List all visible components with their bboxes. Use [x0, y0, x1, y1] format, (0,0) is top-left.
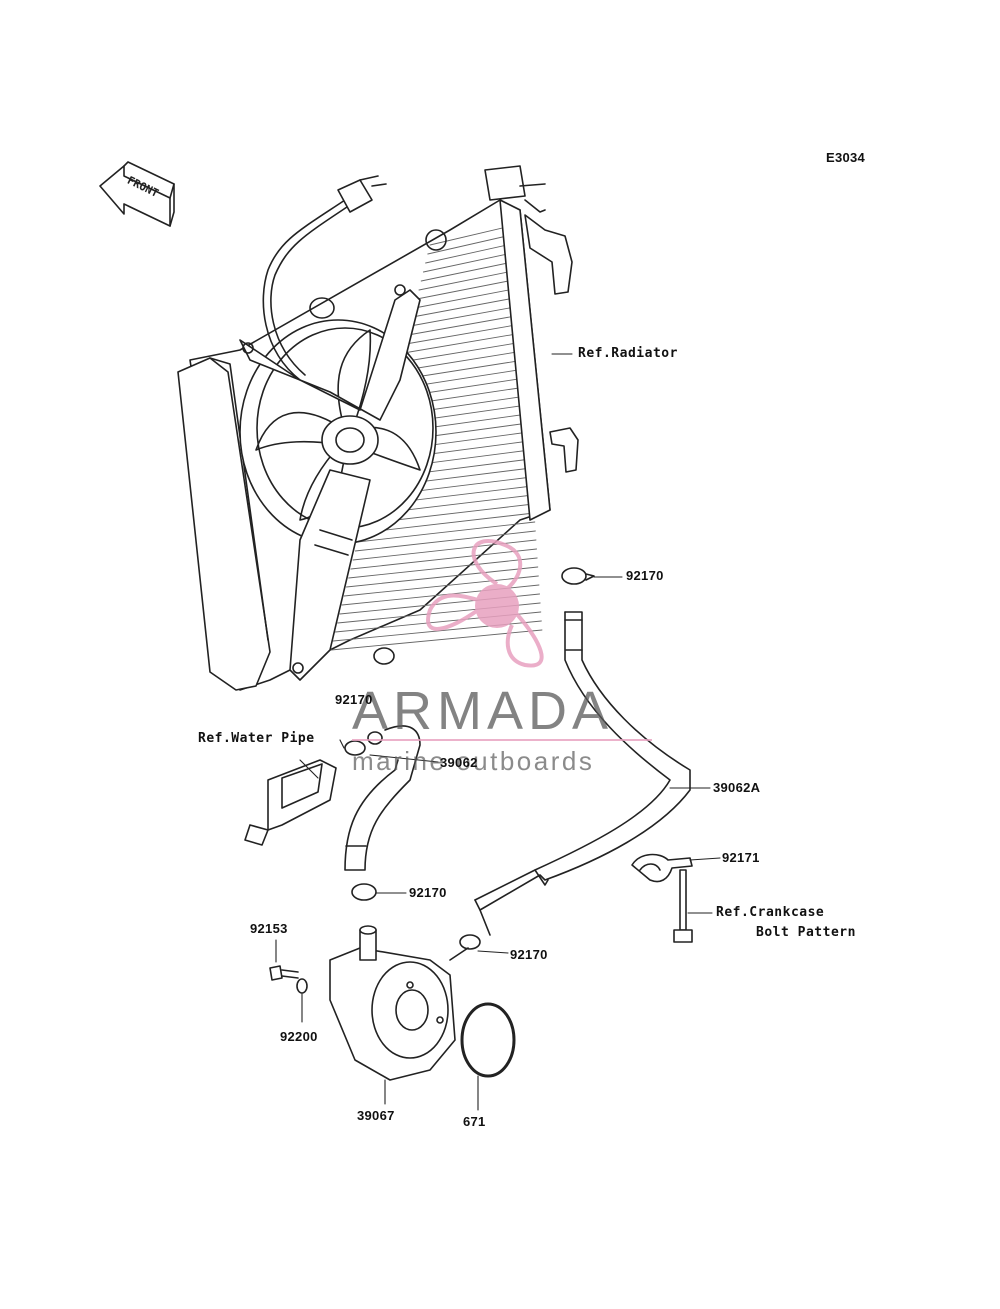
front-arrow-icon: [99, 161, 175, 227]
label-bolt-pattern: Bolt Pattern: [756, 925, 856, 940]
front-arrow-label: FRONT: [125, 174, 161, 200]
radiator-fin: [414, 287, 520, 309]
radiator-fin: [418, 269, 519, 291]
radiator-fin: [345, 566, 539, 588]
radiator-fin: [400, 341, 524, 363]
washer-92200: [296, 978, 308, 994]
radiator-fin: [350, 548, 538, 570]
watermark-tagline: marine outboards: [352, 746, 595, 776]
leader-lines: [275, 353, 721, 1111]
radiator-fin: [405, 323, 523, 345]
clamp-92170-low: [351, 883, 377, 901]
radiator-fin: [427, 233, 517, 255]
radiator-fin: [429, 224, 516, 246]
fan-wiring: [262, 175, 387, 381]
fan-bracket: [239, 284, 421, 681]
bolt-92153: [269, 965, 299, 981]
label-92170-mid: 92170: [335, 692, 373, 707]
radiator-fin: [330, 629, 543, 651]
hose-39062A: [474, 611, 691, 936]
radiator-fin: [411, 296, 521, 318]
label-ref-crankcase: Ref.Crankcase: [716, 905, 825, 920]
water-pipe: [244, 759, 337, 846]
label-92200: 92200: [280, 1029, 318, 1044]
radiator-fin: [348, 557, 538, 579]
label-92170-low: 92170: [409, 885, 447, 900]
radiator-fin: [354, 530, 536, 552]
radiator-fin: [409, 305, 521, 327]
clamp-92170-cooler: [459, 934, 481, 950]
label-671: 671: [463, 1114, 486, 1129]
clamp-92170-top: [561, 567, 595, 585]
o-ring-671: [460, 1002, 516, 1078]
label-ref-water-pipe: Ref.Water Pipe: [198, 731, 315, 746]
radiator-fin: [343, 575, 539, 597]
radiator-fin: [398, 350, 524, 372]
watermark-brand: ARMADA: [352, 681, 614, 741]
hose-39062: [344, 725, 421, 871]
oil-cooler-39067: [329, 925, 469, 1081]
radiator-fin: [359, 512, 535, 534]
radiator-fin: [422, 251, 518, 273]
radiator-fin: [425, 242, 517, 264]
clamp-92170-mid: [344, 731, 383, 756]
label-92171: 92171: [722, 850, 760, 865]
label-ref-radiator: Ref.Radiator: [578, 346, 678, 361]
radiator-fin: [420, 260, 518, 282]
radiator-fin: [403, 332, 523, 354]
radiator-fin: [416, 278, 520, 300]
radiator-fin: [407, 314, 522, 336]
bolt-crankcase: [673, 869, 693, 943]
bracket-92171: [631, 853, 693, 883]
watermark-logo-icon: [426, 538, 544, 668]
label-92170-top: 92170: [626, 568, 664, 583]
diagram-code: E3034: [826, 150, 866, 165]
label-92170-cooler: 92170: [510, 947, 548, 962]
label-92153: 92153: [250, 921, 288, 936]
label-39062: 39062: [440, 755, 478, 770]
label-39062A: 39062A: [713, 780, 761, 795]
radiator-fin: [356, 521, 536, 543]
label-39067: 39067: [357, 1108, 395, 1123]
